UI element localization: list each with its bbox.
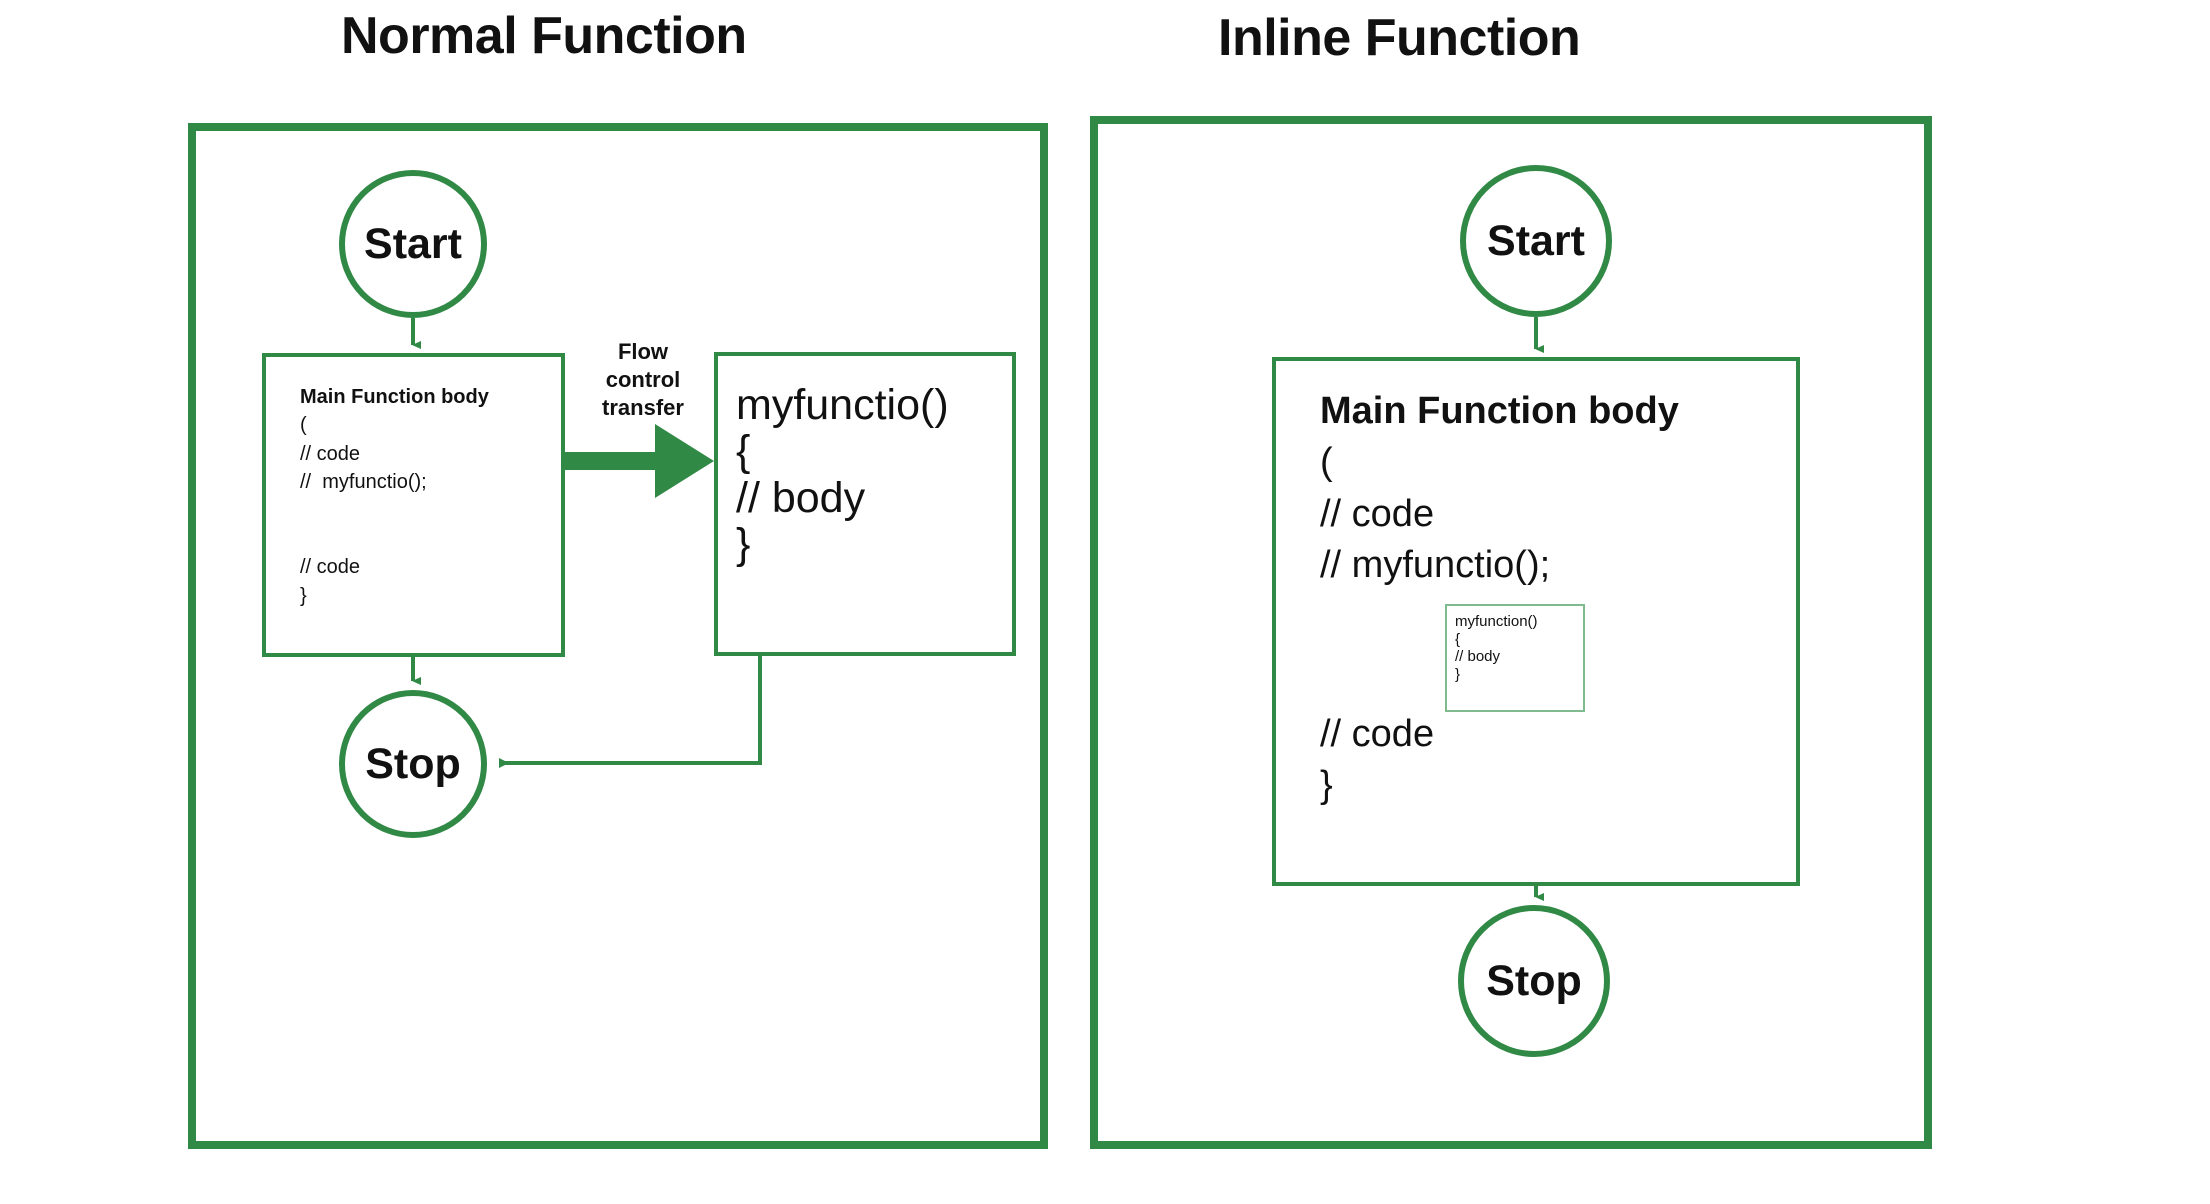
- stop-node-inline: Stop: [1458, 905, 1610, 1057]
- stop-node-label: Stop: [365, 739, 461, 788]
- start-node-inline: Start: [1460, 165, 1612, 317]
- inlined-function-code: myfunction() { // body }: [1455, 613, 1538, 684]
- start-node-label: Start: [1487, 216, 1585, 265]
- main-function-body-box-normal: Main Function body ( // code // myfunctio…: [262, 353, 565, 657]
- inlined-function-box: myfunction() { // body }: [1445, 604, 1585, 712]
- main-function-body-heading-normal: Main Function body: [300, 386, 489, 408]
- page-title-inline-function: Inline Function: [1218, 9, 1581, 67]
- stop-node-label: Stop: [1486, 956, 1582, 1005]
- main-function-body-code-normal: Main Function body ( // code // myfunctio…: [300, 383, 489, 610]
- called-function-box-normal: myfunctio() { // body }: [714, 352, 1016, 656]
- start-node-label: Start: [364, 219, 462, 268]
- main-function-body-lines-before-inline: ( // code // myfunctio();: [1320, 441, 1551, 586]
- called-function-code-normal: myfunctio() { // body }: [736, 381, 949, 569]
- stop-node-normal: Stop: [339, 690, 487, 838]
- main-function-body-lines-after-inline: // code }: [1320, 713, 1435, 807]
- start-node-normal: Start: [339, 170, 487, 318]
- flow-control-transfer-label: Flow control transfer: [602, 339, 684, 420]
- main-function-body-lines-normal: ( // code // myfunctio(); // code }: [300, 414, 427, 607]
- main-function-body-heading-inline: Main Function body: [1320, 390, 1679, 432]
- main-function-body-code-inline: Main Function body ( // code // myfunctio…: [1320, 386, 1679, 812]
- page-title-normal-function: Normal Function: [341, 7, 747, 65]
